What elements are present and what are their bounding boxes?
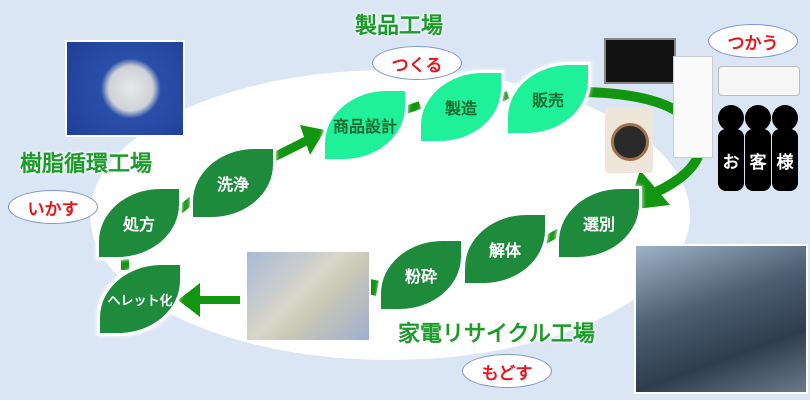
tv-image — [604, 38, 676, 84]
oval-return: もどす — [462, 354, 552, 388]
recycle-factory-title: 家電リサイクル工場 — [398, 322, 595, 347]
customer-figure: 客 — [745, 105, 771, 191]
washing-machine-image — [605, 107, 653, 173]
resin-pellets-photo — [65, 40, 185, 137]
customer-figure: お — [718, 105, 744, 191]
resin-factory-title: 樹脂循環工場 — [20, 152, 153, 177]
product-factory-title: 製品工場 — [355, 14, 444, 39]
recycling-factory-photo — [634, 244, 808, 394]
oval-utilize: いかす — [8, 190, 98, 224]
oval-use: つかう — [708, 24, 798, 58]
refrigerator-image — [673, 56, 713, 158]
arrowhead-design — [300, 125, 325, 155]
oval-make: つくる — [372, 46, 462, 80]
crushed-plastic-photo — [245, 250, 371, 342]
customer-figure: 様 — [772, 105, 798, 191]
arrowhead-pellet — [178, 283, 200, 317]
air-conditioner-image — [718, 66, 800, 96]
